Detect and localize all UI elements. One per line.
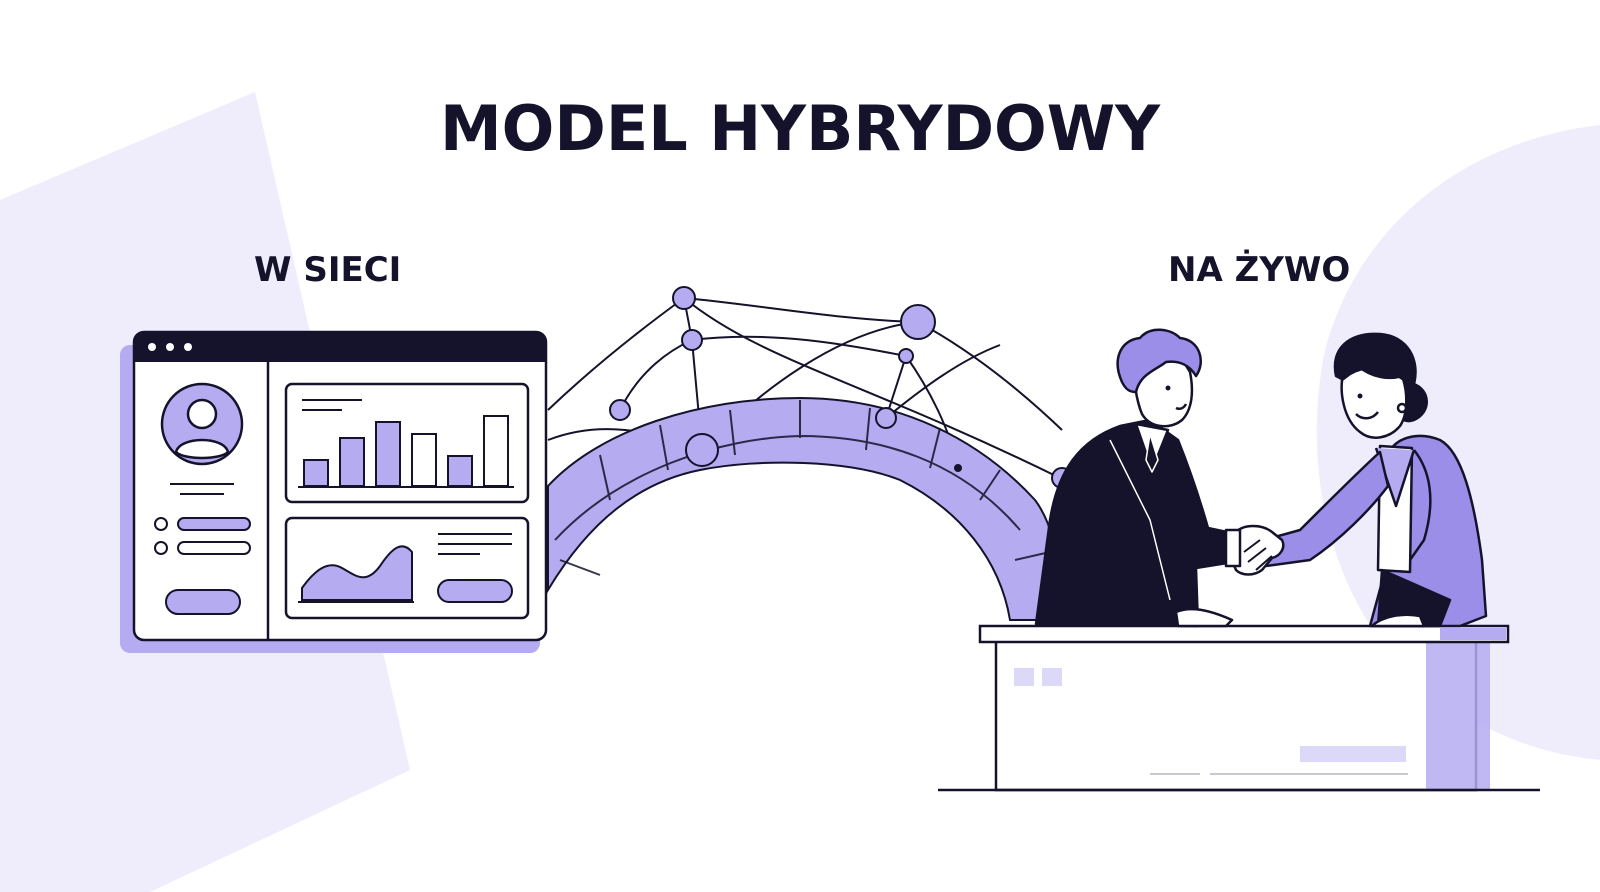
node xyxy=(681,329,703,351)
stone-arch-bridge xyxy=(547,396,1064,621)
network-nodes xyxy=(609,286,1073,489)
node xyxy=(954,464,962,472)
browser-dashboard-icon xyxy=(120,330,548,653)
page-title: MODEL HYBRYDOWY xyxy=(439,92,1161,165)
network-links xyxy=(547,297,1063,479)
node xyxy=(609,399,631,421)
in-person-label: NA ŻYWO xyxy=(1168,250,1351,290)
node xyxy=(875,407,897,429)
online-label: W SIECI xyxy=(254,250,402,290)
node xyxy=(685,433,719,467)
node xyxy=(898,348,914,364)
man-figure xyxy=(1034,328,1248,628)
bar-chart-icon xyxy=(284,382,530,504)
woman-figure xyxy=(1262,332,1488,628)
bridge-arch xyxy=(547,396,1064,621)
area-chart-icon xyxy=(284,516,530,620)
avatar-icon xyxy=(160,382,244,466)
woman-head xyxy=(1340,364,1408,439)
desk xyxy=(938,624,1540,792)
man-hair xyxy=(1116,328,1202,394)
man-body xyxy=(1034,418,1248,628)
node xyxy=(900,304,936,340)
node xyxy=(672,286,696,310)
handshake-icon xyxy=(1224,524,1285,576)
